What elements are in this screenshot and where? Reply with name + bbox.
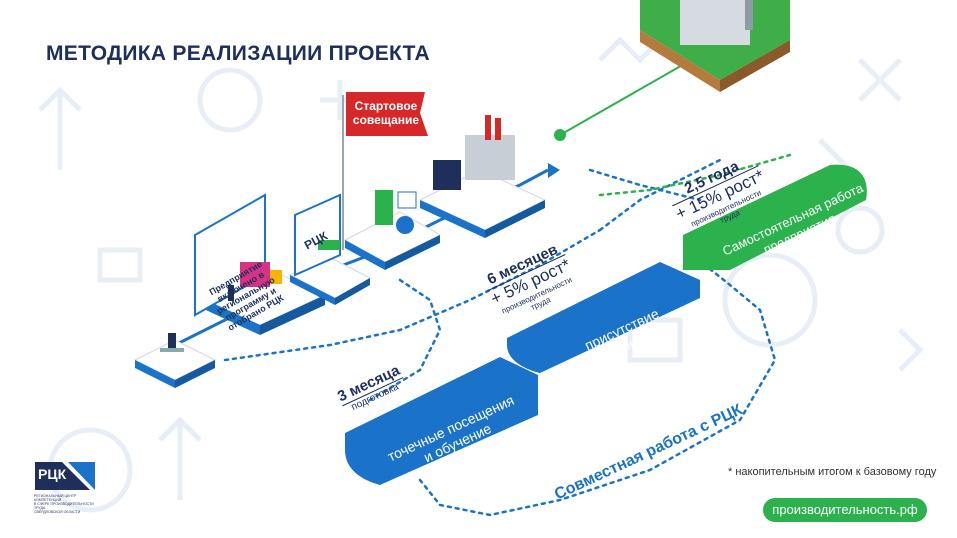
step-rck-platform — [288, 193, 372, 305]
timeline-dots-2 — [368, 278, 442, 402]
logo-subtitle: РЕГИОНАЛЬНЫЙ ЦЕНТР КОМПЕТЕНЦИЙ В СФЕРЕ П… — [34, 494, 104, 514]
person-icon — [168, 333, 176, 351]
factory-connector — [559, 54, 701, 136]
logo-sub-line: В СФЕРЕ ПРОИЗВОДИТЕЛЬНОСТИ ТРУДА — [34, 502, 94, 510]
factory-building-icon — [465, 135, 515, 180]
rck-booth — [294, 193, 341, 277]
timeline-dots-3 — [598, 158, 722, 232]
card-presence — [507, 262, 700, 373]
bar-chart-icon — [375, 190, 393, 225]
rck-logo — [35, 462, 95, 490]
large-factory — [640, 0, 790, 92]
pie-chart-icon — [396, 216, 414, 234]
timeline-dots-green — [598, 153, 792, 197]
gear-icon — [197, 67, 263, 133]
flag-banner — [346, 92, 428, 136]
logo-sub-line: СВЕРДЛОВСКОЙ ОБЛАСТИ — [34, 510, 81, 514]
people-icon — [433, 160, 461, 190]
flag-label: Стартовое совещание — [350, 99, 422, 127]
card-independent — [683, 164, 867, 270]
green-node — [554, 129, 566, 141]
step-meeting-platform — [343, 190, 442, 270]
desk-icon — [160, 348, 184, 352]
step-desk-platform — [133, 333, 217, 388]
logo-sub-line: РЕГИОНАЛЬНЫЙ ЦЕНТР КОМПЕТЕНЦИЙ — [34, 494, 77, 502]
arrow-head-icon — [548, 163, 560, 178]
timeline-dots-4 — [588, 168, 702, 202]
logo-letters: РЦК — [38, 466, 67, 482]
person-icon — [228, 285, 234, 301]
step-inclusion-platform — [193, 193, 327, 335]
page-title: МЕТОДИКА РЕАЛИЗАЦИИ ПРОЕКТА — [46, 42, 430, 65]
footnote: * накопительным итогом к базовому году — [728, 466, 937, 478]
flag-line-2: совещание — [352, 113, 420, 127]
joint-work-arc — [418, 263, 777, 517]
website-link[interactable]: производительность.рф — [763, 498, 927, 522]
machine-icon — [240, 262, 270, 287]
flag-line-1: Стартовое — [354, 99, 418, 113]
step-factory-platform — [418, 115, 547, 238]
card-visits — [345, 357, 538, 485]
